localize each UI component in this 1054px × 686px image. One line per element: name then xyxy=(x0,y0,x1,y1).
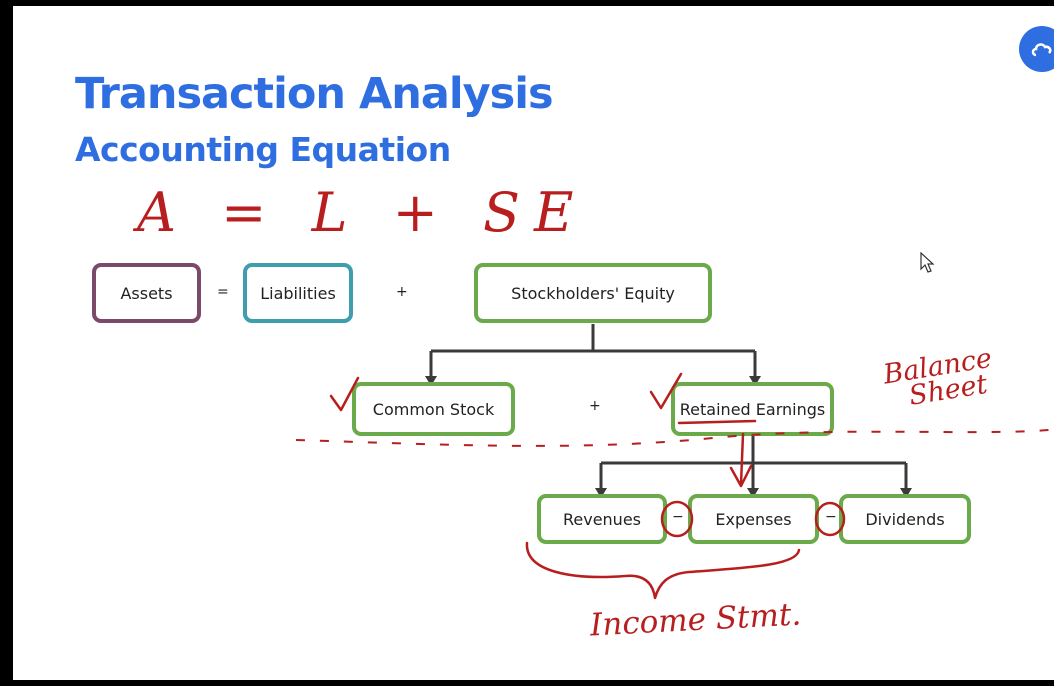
retained-earnings-box: Retained Earnings xyxy=(671,382,834,436)
cloud-button[interactable] xyxy=(1019,26,1054,72)
slide-title: Transaction Analysis xyxy=(75,69,554,119)
cloud-icon xyxy=(1031,43,1052,57)
equals-sign: = xyxy=(217,284,229,300)
expenses-box: Expenses xyxy=(688,494,819,544)
underline-retained xyxy=(677,419,757,425)
retained-earnings-label: Retained Earnings xyxy=(679,399,826,419)
check-mark-retained-earnings xyxy=(649,372,683,410)
red-arrow-down xyxy=(729,432,753,488)
check-mark-common-stock xyxy=(329,376,360,412)
slide-subtitle: Accounting Equation xyxy=(75,130,451,169)
expenses-label: Expenses xyxy=(715,509,792,529)
dividends-label: Dividends xyxy=(865,509,945,529)
assets-box: Assets xyxy=(92,263,201,323)
revenues-label: Revenues xyxy=(562,509,641,529)
assets-label: Assets xyxy=(120,283,173,303)
income-brace xyxy=(525,541,801,600)
liabilities-box: Liabilities xyxy=(243,263,353,323)
revenues-box: Revenues xyxy=(537,494,667,544)
dividends-box: Dividends xyxy=(839,494,971,544)
balance-sheet-divider xyxy=(295,429,1050,447)
plus-sign: + xyxy=(396,284,408,300)
ink-annotations xyxy=(295,372,1050,600)
common-stock-box: Common Stock xyxy=(352,382,515,436)
stockholders-equity-label: Stockholders' Equity xyxy=(511,283,675,303)
handwritten-equation: A = L + SE xyxy=(137,181,588,244)
common-stock-label: Common Stock xyxy=(372,399,495,419)
mouse-pointer-icon xyxy=(920,252,935,273)
minus-sign-1: − xyxy=(672,509,684,525)
circle-minus-2 xyxy=(814,501,846,537)
plus-sign-2: + xyxy=(589,398,601,414)
connector-lines xyxy=(425,324,912,498)
liabilities-label: Liabilities xyxy=(260,283,336,303)
circle-minus-1 xyxy=(660,500,694,538)
minus-sign-2: − xyxy=(825,509,837,525)
stockholders-equity-box: Stockholders' Equity xyxy=(474,263,712,323)
slide-canvas: Transaction Analysis Accounting Equation… xyxy=(13,6,1054,680)
